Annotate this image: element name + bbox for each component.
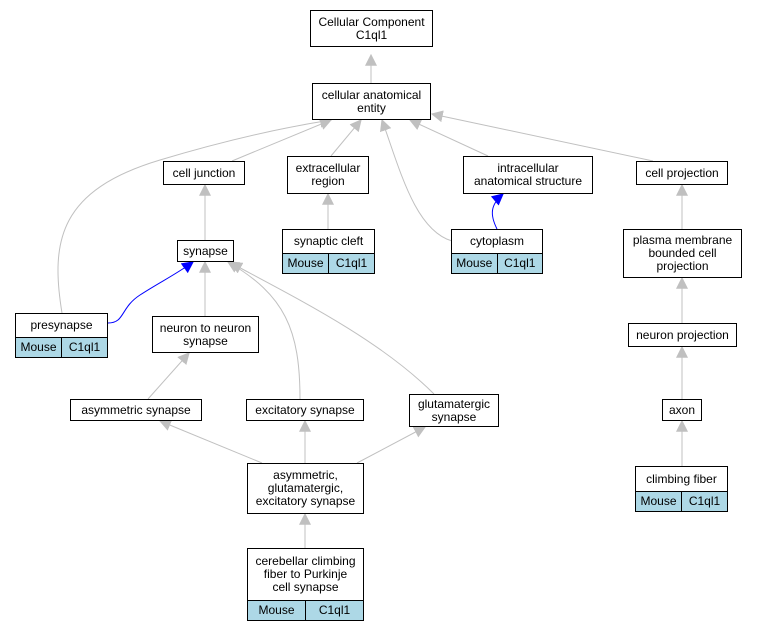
node-plasma-membrane-bounded-cell-projection[interactable]: plasma membrane bounded cell projection [623,229,742,278]
node-label: synaptic cleft [293,234,364,248]
node-label: synapse [183,243,228,258]
gene-tag: C1ql1 [496,254,542,273]
node-climbing-fiber[interactable]: climbing fiber Mouse C1ql1 [635,466,728,512]
node-tags: Mouse C1ql1 [452,253,542,273]
node-label: asymmetric synapse [81,402,191,417]
gene-tag: C1ql1 [328,254,374,273]
edge-pre-to-synapse [107,261,194,324]
edge-glut-to-synapse [229,262,435,395]
node-excitatory-synapse[interactable]: excitatory synapse [246,399,364,421]
node-cellular-component[interactable]: Cellular Component C1ql1 [310,10,433,47]
node-tags: Mouse C1ql1 [16,337,107,357]
node-label: plasma membrane bounded cell projection [632,233,733,273]
node-tags: Mouse C1ql1 [248,600,363,620]
node-label: axon [668,402,696,417]
node-glutamatergic-synapse[interactable]: glutamatergic synapse [409,394,499,427]
node-label: neuron to neuron synapse [159,320,252,348]
node-cellular-anatomical-entity[interactable]: cellular anatomical entity [312,83,431,120]
edge-cyto-to-cae [380,118,453,242]
edge-exc-to-synapse [226,261,301,400]
node-synaptic-cleft[interactable]: synaptic cleft Mouse C1ql1 [282,229,375,274]
organism-tag: Mouse [636,492,681,511]
node-cell-projection[interactable]: cell projection [636,161,728,185]
node-label: asymmetric, glutamatergic, excitatory sy… [255,468,356,508]
node-presynapse[interactable]: presynapse Mouse C1ql1 [15,313,108,358]
node-cell-junction[interactable]: cell junction [163,161,245,185]
edge-asym-to-n2n [147,352,190,400]
edge-age-to-asym [158,419,263,464]
gene-tag: C1ql1 [681,492,727,511]
node-neuron-projection[interactable]: neuron projection [628,323,737,347]
node-synapse[interactable]: synapse [177,240,234,262]
edge-ias-to-cae [408,119,489,157]
node-tags: Mouse C1ql1 [636,491,727,511]
node-asymmetric-synapse[interactable]: asymmetric synapse [70,399,202,421]
edge-age-to-glut [356,426,427,464]
node-label: intracellular anatomical structure [473,161,583,188]
node-axon[interactable]: axon [662,399,702,421]
edge-pre-to-cae [57,115,333,314]
edge-cj-to-cae [231,118,333,162]
gene-tag: C1ql1 [305,601,363,620]
organism-tag: Mouse [452,254,497,273]
node-label: cytoplasm [469,234,525,248]
node-asymmetric-glutamatergic-excitatory-synapse[interactable]: asymmetric, glutamatergic, excitatory sy… [247,463,364,514]
node-label: extracellular region [295,161,361,188]
node-label: climbing fiber [646,471,717,486]
edge-cyto-to-ias [490,193,504,230]
organism-tag: Mouse [16,338,61,357]
node-label: cellular anatomical entity [321,87,422,115]
gene-tag: C1ql1 [61,338,107,357]
node-label: neuron projection [636,327,729,342]
node-label: presynapse [30,318,93,332]
organism-tag: Mouse [248,601,305,620]
node-extracellular-region[interactable]: extracellular region [287,156,369,194]
node-neuron-to-neuron-synapse[interactable]: neuron to neuron synapse [152,316,259,353]
node-label: cerebellar climbing fiber to Purkinje ce… [255,554,356,594]
node-label: Cellular Component C1ql1 [318,14,425,42]
edge-cp-to-cae [430,110,654,162]
node-cerebellar-climbing-fiber-to-purkinje-cell-synapse[interactable]: cerebellar climbing fiber to Purkinje ce… [247,548,364,621]
node-intracellular-anatomical-structure[interactable]: intracellular anatomical structure [463,156,593,194]
node-label: cell projection [645,165,719,180]
organism-tag: Mouse [283,254,328,273]
edge-ecr-to-cae [330,119,362,157]
node-cytoplasm[interactable]: cytoplasm Mouse C1ql1 [451,229,543,274]
node-label: cell junction [172,165,236,180]
node-tags: Mouse C1ql1 [283,253,374,273]
node-label: glutamatergic synapse [417,396,491,424]
node-label: excitatory synapse [255,402,355,417]
